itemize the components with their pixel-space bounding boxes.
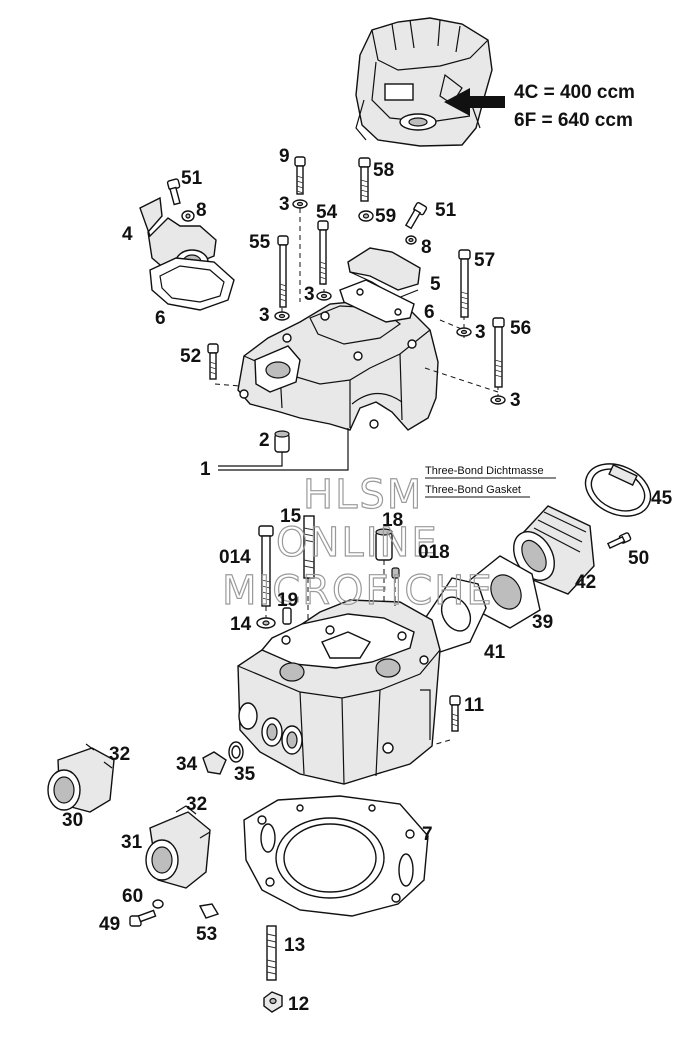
callout-3: 3: [304, 284, 315, 305]
callout-8: 8: [421, 237, 432, 258]
exhaust-flange-30: [47, 743, 115, 813]
stud-13: [266, 925, 277, 981]
callout-31: 31: [121, 832, 143, 853]
callout-labels: 1 2 3 3 3 3 3 4 5 6 6 7 8 8 9 11 12 13 1…: [62, 146, 673, 1015]
oring-35: [228, 741, 244, 763]
callout-55: 55: [249, 232, 271, 253]
head-gasket-7: [243, 795, 429, 917]
callout-50: 50: [628, 548, 649, 569]
callout-9: 9: [279, 146, 290, 167]
gasket-note: Three-Bond Gasket: [425, 484, 521, 496]
callout-014: 014: [219, 547, 251, 568]
callout-018: 018: [418, 542, 450, 563]
callout-35: 35: [234, 764, 256, 785]
callout-53: 53: [196, 924, 217, 945]
callout-32: 32: [109, 744, 130, 765]
washer-60: [152, 899, 164, 909]
callout-18: 18: [382, 510, 403, 531]
gasket-6: [339, 279, 415, 323]
callout-19: 19: [277, 590, 298, 611]
callout-34: 34: [176, 754, 198, 775]
valve-cover: [237, 299, 439, 431]
stud-15: [303, 515, 315, 579]
callout-58: 58: [373, 160, 394, 181]
callout-49: 49: [99, 914, 120, 935]
bolt-55: [277, 235, 289, 308]
bolt-56: [492, 317, 505, 388]
washer-14: [256, 617, 276, 629]
screw-49: [129, 909, 157, 927]
plug-2: [274, 430, 290, 453]
callout-39: 39: [532, 612, 553, 633]
cylinder-head: [237, 599, 441, 785]
callout-1: 1: [200, 459, 211, 480]
callout-6: 6: [155, 308, 166, 329]
watermark-line-3: MICROFICHE: [222, 568, 494, 614]
callout-52: 52: [180, 346, 201, 367]
variant-label-640: 6F = 640 ccm: [514, 110, 633, 131]
washer-8: [181, 210, 417, 245]
callout-30: 30: [62, 810, 83, 831]
gasket-6-bracket: [149, 257, 235, 311]
callout-4: 4: [122, 224, 133, 245]
bolt-51-right: [404, 202, 428, 230]
callout-41: 41: [484, 642, 506, 663]
callout-51: 51: [181, 168, 203, 189]
bolt-57: [458, 249, 471, 318]
callout-3: 3: [475, 322, 486, 343]
variant-label-400: 4C = 400 ccm: [514, 82, 635, 103]
callout-14: 14: [230, 614, 252, 635]
washer-59: [358, 210, 374, 222]
callout-56: 56: [510, 318, 531, 339]
callout-8: 8: [196, 200, 207, 221]
clamp-45: [584, 463, 652, 517]
callout-54: 54: [316, 202, 338, 223]
bolt-52: [207, 343, 219, 380]
flange-39: [469, 555, 541, 629]
engine-overview-thumbnail: [355, 17, 505, 147]
bolt-9: [294, 156, 306, 195]
callout-7: 7: [422, 824, 433, 845]
sealant-note: Three-Bond Dichtmasse: [425, 465, 544, 477]
intake-rubber-42: [513, 505, 595, 595]
bolt-51-left: [166, 178, 181, 206]
clip-53: [198, 903, 220, 919]
callout-59: 59: [375, 206, 396, 227]
nut-12: [263, 991, 283, 1013]
callout-60: 60: [122, 886, 143, 907]
dowel-19: [282, 607, 292, 625]
callout-32: 32: [186, 794, 207, 815]
callout-12: 12: [288, 994, 309, 1015]
exhaust-flange-31: [145, 805, 211, 889]
watermark-line-1: HLSM: [303, 472, 423, 518]
washer-3: [274, 199, 506, 405]
callout-5: 5: [430, 274, 441, 295]
callout-6: 6: [424, 302, 435, 323]
bolt-54: [317, 220, 329, 285]
bolt-58: [358, 157, 371, 202]
screw-50: [606, 532, 632, 550]
callout-51: 51: [435, 200, 457, 221]
callout-3: 3: [259, 305, 270, 326]
callout-3: 3: [510, 390, 521, 411]
callout-11: 11: [464, 695, 485, 716]
callout-3: 3: [279, 194, 290, 215]
bolt-11: [449, 695, 461, 732]
cover-plate-5: [347, 247, 421, 299]
callout-42: 42: [575, 572, 596, 593]
plug-34: [202, 751, 227, 775]
callout-57: 57: [474, 250, 495, 271]
watermark-line-2: ONLINE: [276, 520, 439, 566]
callout-13: 13: [284, 935, 305, 956]
pointer-arrow-icon: [444, 88, 505, 116]
callout-45: 45: [651, 488, 673, 509]
callout-2: 2: [259, 430, 270, 451]
sleeve-18: [375, 528, 393, 561]
callout-15: 15: [280, 506, 302, 527]
